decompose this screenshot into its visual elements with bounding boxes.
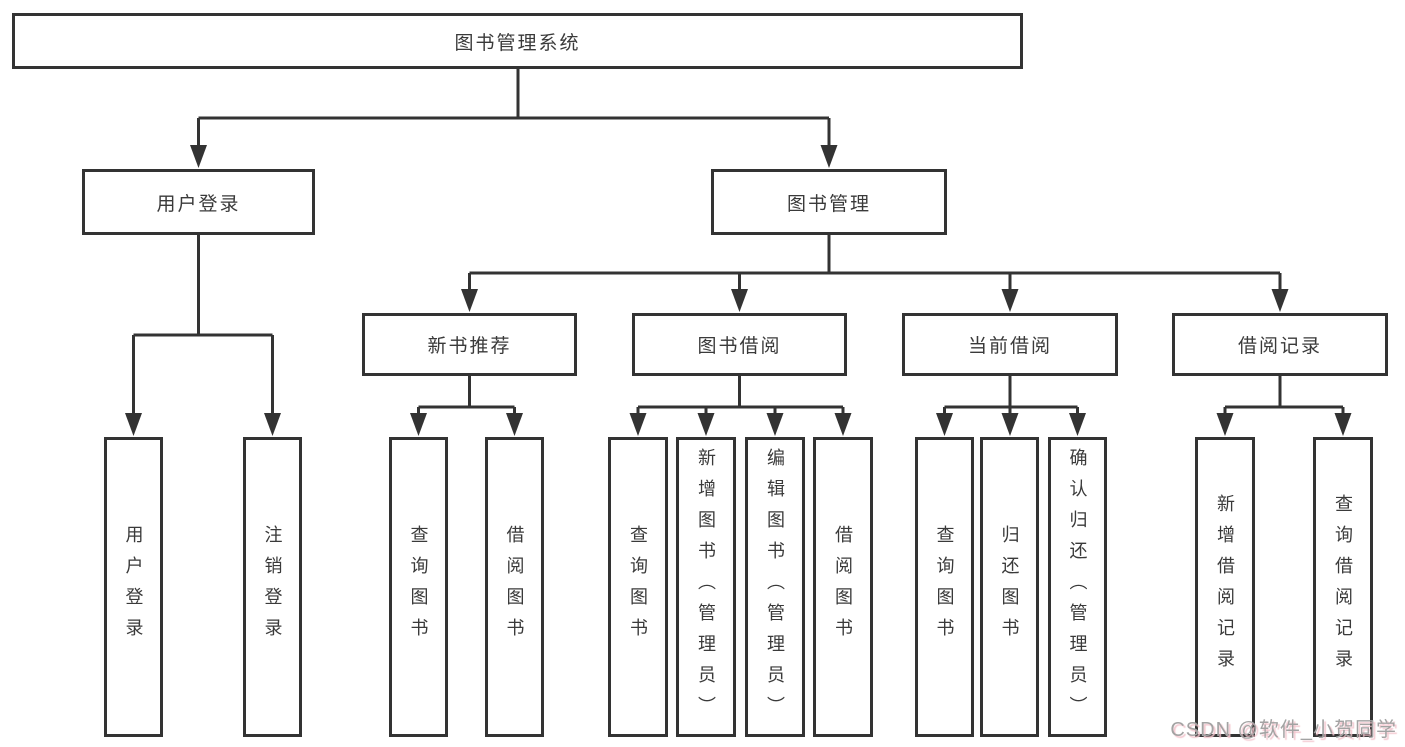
node-leaf-confirm-return-admin: 确认归还（管理员） bbox=[1048, 437, 1107, 737]
node-book-management: 图书管理 bbox=[711, 169, 947, 235]
node-user-login: 用户登录 bbox=[82, 169, 315, 235]
node-leaf-borrow-book-2-label: 借阅图书 bbox=[833, 525, 853, 649]
node-leaf-query-book-1: 查询图书 bbox=[389, 437, 448, 737]
node-leaf-add-book-admin-label: 新增图书（管理员） bbox=[696, 447, 716, 727]
node-user-login-label: 用户登录 bbox=[156, 193, 241, 215]
node-current-borrow-label: 当前借阅 bbox=[967, 336, 1052, 357]
node-borrow-records: 借阅记录 bbox=[1172, 313, 1388, 376]
node-leaf-query-book-2: 查询图书 bbox=[608, 437, 668, 737]
node-leaf-query-book-1-label: 查询图书 bbox=[408, 525, 429, 649]
node-leaf-confirm-return-admin-label: 确认归还（管理员） bbox=[1067, 447, 1088, 727]
node-leaf-query-borrow-record-label: 查询借阅记录 bbox=[1333, 494, 1353, 680]
node-leaf-logout-label: 注销登录 bbox=[262, 525, 283, 649]
node-book-borrow: 图书借阅 bbox=[632, 313, 847, 376]
node-leaf-return-book-label: 归还图书 bbox=[999, 525, 1020, 649]
node-leaf-borrow-book-1: 借阅图书 bbox=[485, 437, 544, 737]
watermark: CSDN @软件_小贺同学 bbox=[1170, 719, 1397, 741]
node-leaf-user-login-label: 用户登录 bbox=[123, 525, 144, 649]
node-leaf-add-borrow-record-label: 新增借阅记录 bbox=[1215, 494, 1235, 680]
node-borrow-records-label: 借阅记录 bbox=[1237, 336, 1322, 357]
node-leaf-borrow-book-1-label: 借阅图书 bbox=[504, 525, 525, 649]
node-leaf-return-book: 归还图书 bbox=[980, 437, 1039, 737]
node-book-management-label: 图书管理 bbox=[786, 193, 871, 215]
node-leaf-query-book-3: 查询图书 bbox=[915, 437, 974, 737]
node-leaf-user-login: 用户登录 bbox=[104, 437, 163, 737]
node-root-system: 图书管理系统 bbox=[12, 13, 1023, 69]
node-current-borrow: 当前借阅 bbox=[902, 313, 1118, 376]
node-leaf-add-borrow-record: 新增借阅记录 bbox=[1195, 437, 1255, 737]
node-leaf-query-borrow-record: 查询借阅记录 bbox=[1313, 437, 1373, 737]
node-leaf-logout: 注销登录 bbox=[243, 437, 302, 737]
node-leaf-edit-book-admin-label: 编辑图书（管理员） bbox=[765, 447, 785, 727]
node-leaf-query-book-3-label: 查询图书 bbox=[934, 525, 955, 649]
node-leaf-edit-book-admin: 编辑图书（管理员） bbox=[745, 437, 805, 737]
node-leaf-borrow-book-2: 借阅图书 bbox=[813, 437, 873, 737]
node-leaf-add-book-admin: 新增图书（管理员） bbox=[676, 437, 736, 737]
node-new-book-recommend: 新书推荐 bbox=[362, 313, 577, 376]
node-book-borrow-label: 图书借阅 bbox=[697, 336, 782, 357]
node-root-label: 图书管理系统 bbox=[454, 32, 581, 54]
node-leaf-query-book-2-label: 查询图书 bbox=[628, 525, 648, 649]
node-new-book-recommend-label: 新书推荐 bbox=[427, 336, 512, 357]
